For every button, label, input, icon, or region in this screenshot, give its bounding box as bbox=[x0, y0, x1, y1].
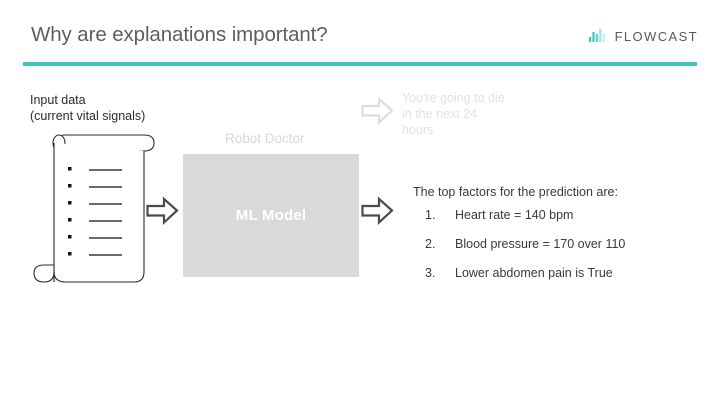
prediction-line1: You're going to die bbox=[402, 91, 505, 105]
prediction-text: You're going to die in the next 24 hours bbox=[402, 90, 505, 138]
robot-doctor-caption: Robot Doctor bbox=[225, 131, 305, 146]
waveform-icon bbox=[588, 28, 611, 44]
input-data-line1: Input data bbox=[30, 93, 86, 107]
brand-wordmark: FLOWCAST bbox=[614, 28, 698, 44]
page-title: Why are explanations important? bbox=[31, 23, 328, 46]
right-arrow-icon bbox=[361, 96, 394, 126]
scroll-document-icon bbox=[26, 132, 156, 292]
factor-number: 2. bbox=[425, 237, 436, 251]
factor-number: 1. bbox=[425, 208, 436, 222]
list-item: 1. Heart rate = 140 bpm bbox=[425, 208, 625, 222]
factor-text: Blood pressure = 170 over 110 bbox=[455, 237, 626, 251]
prediction-line2: in the next 24 bbox=[402, 107, 478, 121]
right-arrow-icon bbox=[361, 196, 394, 226]
list-item: 3. Lower abdomen pain is True bbox=[425, 266, 625, 280]
factor-text: Lower abdomen pain is True bbox=[455, 266, 613, 280]
list-item: 2. Blood pressure = 170 over 110 bbox=[425, 237, 625, 251]
factors-list: 1. Heart rate = 140 bpm 2. Blood pressur… bbox=[425, 208, 625, 295]
input-data-line2: (current vital signals) bbox=[30, 109, 146, 123]
prediction-line3: hours bbox=[402, 123, 434, 137]
title-divider bbox=[23, 62, 697, 66]
input-data-label: Input data (current vital signals) bbox=[30, 92, 145, 124]
factors-heading: The top factors for the prediction are: bbox=[413, 185, 618, 199]
factor-text: Heart rate = 140 bpm bbox=[455, 208, 574, 222]
brand-logo: FLOWCAST bbox=[588, 28, 698, 44]
factor-number: 3. bbox=[425, 266, 436, 280]
right-arrow-icon bbox=[146, 196, 179, 226]
ml-model-box: ML Model bbox=[183, 154, 359, 277]
ml-model-label: ML Model bbox=[235, 207, 307, 224]
